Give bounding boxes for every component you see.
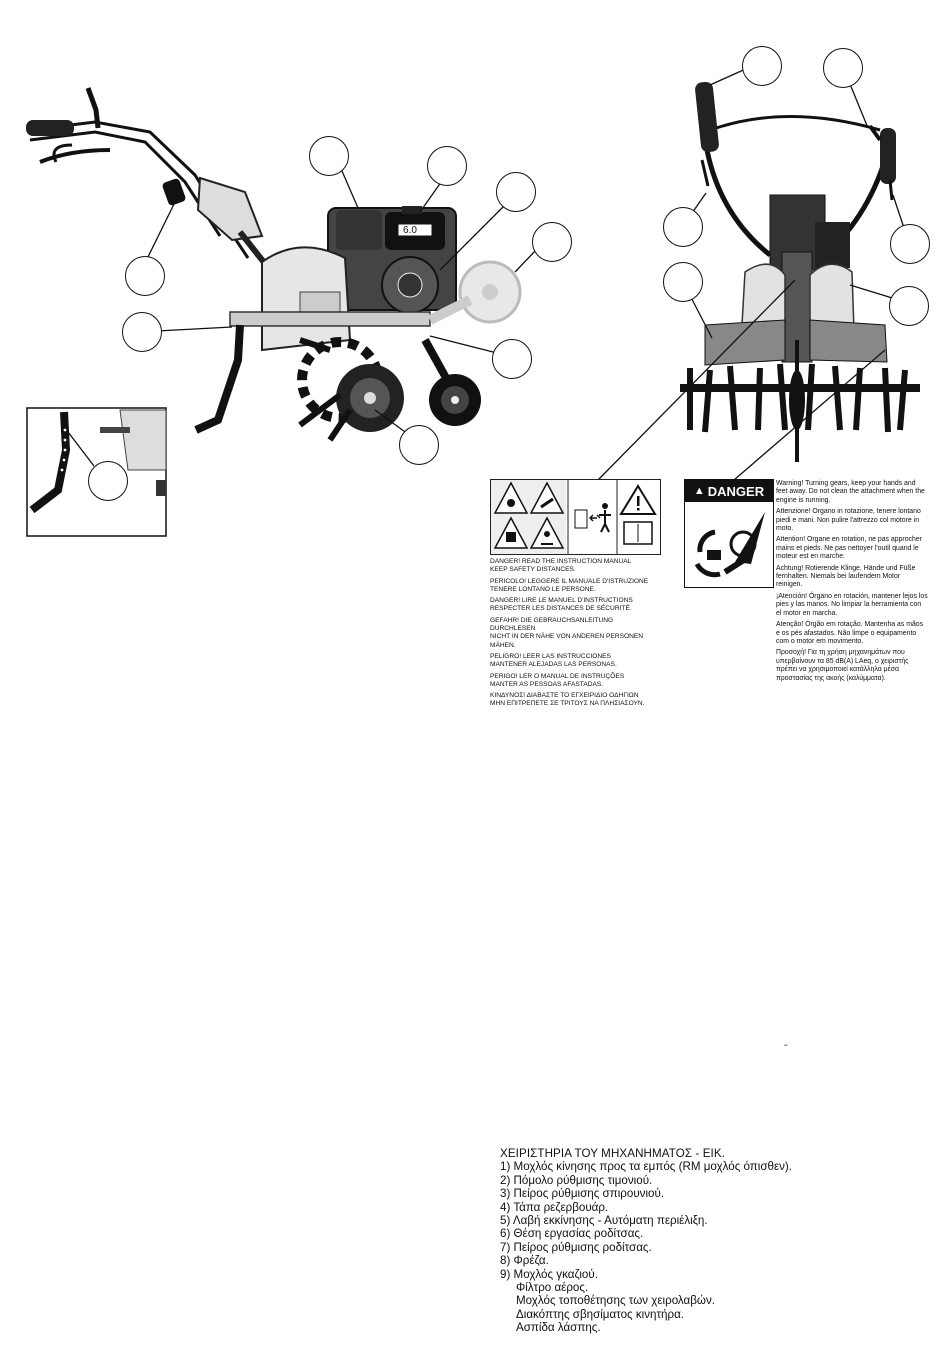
book-icon — [623, 521, 653, 545]
callout-circle — [399, 425, 439, 465]
callout-circle — [532, 222, 572, 262]
danger-label: ▲ DANGER — [684, 479, 774, 588]
handle-grip-left — [26, 120, 74, 136]
legend-item: 5) Λαβή εκκίνησης - Αυτόματη περιέλιξη. — [500, 1214, 708, 1228]
legend-subitem: Διακόπτης σβησίματος κινητήρα. — [516, 1307, 685, 1321]
danger-word: DANGER — [707, 483, 765, 499]
callout-circle — [427, 146, 467, 186]
danger-header: ▲ DANGER — [685, 480, 773, 502]
rear-tines — [687, 363, 908, 433]
legend-item: 1) Μοχλός κίνησης προς τα εμπός (RM μοχλ… — [500, 1160, 793, 1174]
grip-left — [695, 81, 719, 153]
mud-shield-left — [704, 319, 786, 366]
danger-label-text: Warning! Turning gears, keep your hands … — [776, 480, 928, 682]
legend-item: 2) Πόμολο ρύθμισης τιμονιού. — [500, 1173, 653, 1187]
danger-triangle-icon: ▲ — [693, 485, 705, 497]
legend-title: ΧΕΙΡΙΣΤΗΡΙΑ ΤΟΥ ΜΗΧΑΝΗΜΑΤΟΣ - ΕΙΚ. — [500, 1147, 726, 1160]
grip-right — [880, 128, 896, 184]
callout-circle — [889, 286, 929, 326]
tiller-tines — [297, 337, 404, 442]
legend-subitem: Φίλτρο αέρος. — [516, 1281, 589, 1295]
clutch-lever — [39, 148, 111, 164]
safety-label-instructions — [490, 479, 661, 555]
air-filter — [336, 210, 382, 250]
callout-circle — [125, 256, 165, 296]
callout-circle — [122, 312, 162, 352]
hazard-triangle-icon — [619, 484, 657, 515]
hands-warning-icon — [493, 481, 529, 514]
depth-spur — [194, 324, 244, 434]
legend-subitem: Μοχλός τοποθέτησης των χειρολαβών. — [516, 1294, 715, 1308]
stray-mark: ˝ — [784, 1044, 788, 1055]
callout-circle — [492, 339, 532, 379]
legend-subitem: Ασπίδα λάσπης. — [516, 1321, 601, 1335]
legend-item: 6) Θέση εργασίας ροδίτσας. — [500, 1227, 644, 1241]
throttle-lever — [85, 87, 101, 129]
handlebar-knob — [162, 178, 186, 206]
callout-circle — [88, 461, 128, 501]
legend-item: 3) Πείρος ρύθμισης σπιρουνιού. — [500, 1187, 665, 1201]
callout-circle — [496, 172, 536, 212]
legend-item: 7) Πείρος ρύθμισης ροδίτσας. — [500, 1240, 652, 1254]
rotating-tines-hazard-icon — [694, 512, 765, 578]
controls-legend: ΧΕΙΡΙΣΤΗΡΙΑ ΤΟΥ ΜΗΧΑΝΗΜΑΤΟΣ - ΕΙΚ. 1) Μο… — [500, 1147, 792, 1335]
callout-circle — [742, 46, 782, 86]
callout-circle — [823, 48, 863, 88]
tank-cap — [402, 206, 422, 214]
legend-item: 9) Μοχλός γκαζιού. — [500, 1267, 598, 1281]
distance-person-icon — [529, 516, 565, 549]
callout-circle — [663, 262, 703, 302]
handlebar-crossbar — [715, 114, 881, 132]
manual-icon — [493, 516, 529, 549]
legend-item: 4) Τάπα ρεζερβουάρ. — [500, 1200, 609, 1214]
feet-warning-icon — [529, 481, 565, 514]
engine-badge: 6.0 — [403, 225, 417, 236]
legend-item: 8) Φρέζα. — [500, 1254, 549, 1268]
mud-shield-right — [809, 319, 888, 363]
callout-circle — [309, 136, 349, 176]
callout-circle — [663, 207, 703, 247]
callout-circle — [890, 224, 930, 264]
